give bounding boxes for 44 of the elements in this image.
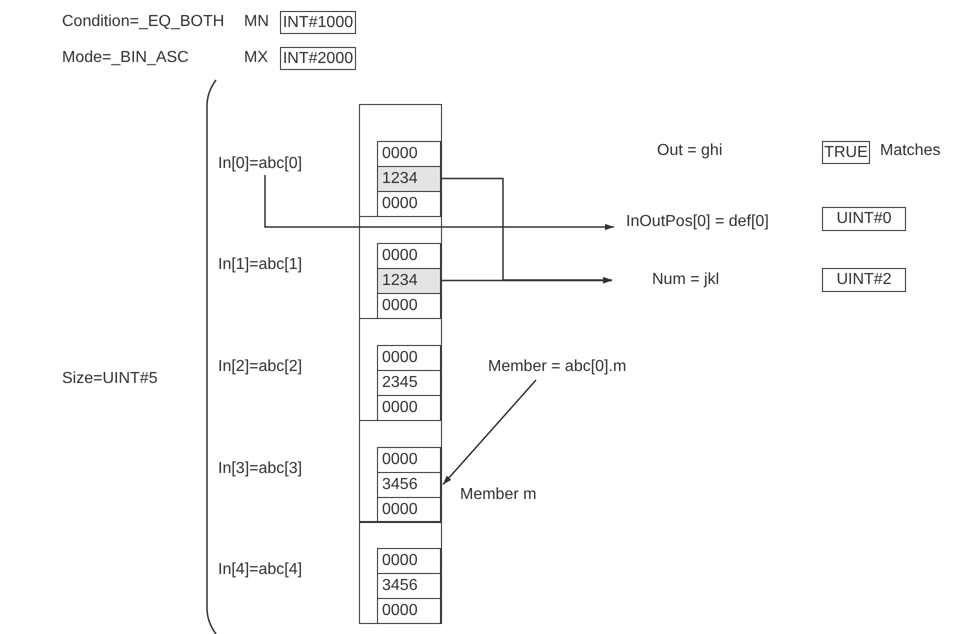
member-cell: 0000	[377, 292, 441, 318]
note-text: Matches	[880, 142, 940, 160]
array-element-box	[359, 318, 442, 421]
element-label: In[0]=abc[0]	[218, 155, 302, 173]
member-cell: 0000	[377, 344, 441, 370]
leader-arrow	[442, 380, 537, 485]
member-cell: 0000	[377, 394, 441, 420]
parameter-label: MX	[244, 49, 268, 67]
output-label: Num = jkl	[652, 271, 720, 289]
value-box: UINT#2	[822, 268, 906, 292]
member-cell: 0000	[377, 446, 441, 472]
size-label: Size=UINT#5	[62, 370, 158, 388]
member-cell: 3456	[377, 472, 441, 498]
value-box: TRUE	[822, 141, 870, 164]
array-element-box	[359, 104, 442, 217]
callout-label: Member = abc[0].m	[488, 358, 626, 376]
member-cell: 0000	[377, 140, 441, 166]
output-label: Out = ghi	[657, 142, 722, 160]
member-cell: 1234	[377, 166, 441, 192]
member-cell: 0000	[377, 598, 441, 624]
member-cell: 0000	[377, 548, 441, 574]
parameter-label: Condition=_EQ_BOTH	[62, 13, 224, 31]
array-element-box	[359, 216, 442, 319]
element-label: In[1]=abc[1]	[218, 256, 302, 274]
output-label: InOutPos[0] = def[0]	[626, 213, 769, 231]
member-cell: 2345	[377, 370, 441, 396]
element-label: In[2]=abc[2]	[218, 358, 302, 376]
member-cell: 1234	[377, 268, 441, 294]
element-label: In[3]=abc[3]	[218, 460, 302, 478]
value-box: INT#2000	[280, 47, 356, 70]
arrow	[264, 175, 614, 230]
annotation-text: Member m	[460, 486, 536, 504]
element-label: In[4]=abc[4]	[218, 561, 302, 579]
member-cell: 0000	[377, 242, 441, 268]
arrow	[441, 277, 612, 284]
parameter-label: MN	[244, 13, 269, 31]
member-cell: 0000	[377, 496, 441, 522]
value-box: UINT#0	[822, 207, 906, 231]
array-element-box	[359, 521, 442, 624]
member-cell: 0000	[377, 190, 441, 216]
array-element-box	[359, 420, 442, 523]
member-cell: 3456	[377, 572, 441, 598]
parameter-label: Mode=_BIN_ASC	[62, 49, 189, 67]
value-box: INT#1000	[280, 11, 356, 34]
